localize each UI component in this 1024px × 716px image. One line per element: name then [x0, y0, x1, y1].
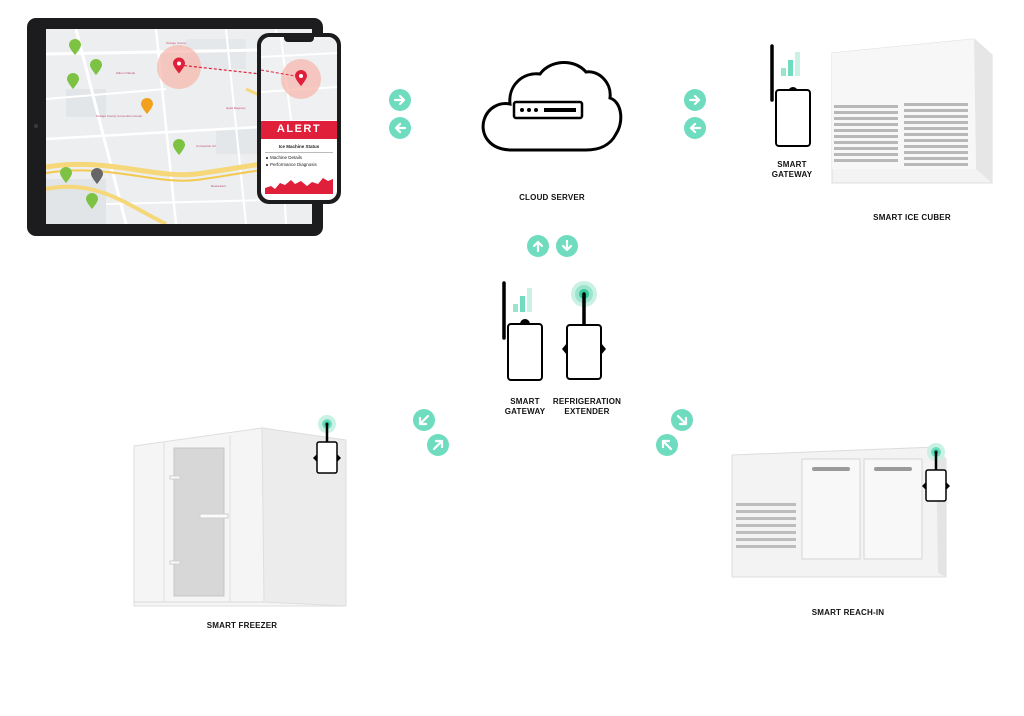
gateway-top-label-line1: SMART — [777, 160, 807, 169]
smart-freezer — [133, 427, 347, 607]
arrow-down-icon — [556, 235, 578, 257]
extender-label-line2: EXTENDER — [564, 407, 610, 416]
svg-text:Orange County Convention Cente: Orange County Convention Center — [96, 114, 142, 118]
reach-in-label: SMART REACH-IN — [811, 608, 885, 617]
map-pin-green-icon — [67, 73, 79, 89]
map-pin-green-icon — [60, 167, 72, 183]
svg-text:Hyatt Regency: Hyatt Regency — [226, 106, 246, 110]
freezer-sensor-icon — [313, 415, 341, 474]
extender-label-line1: REFRIGERATION — [552, 397, 622, 406]
arrow-up-icon — [527, 235, 549, 257]
gateway-center-label-line2: GATEWAY — [504, 407, 546, 416]
gateway-center-label: SMART GATEWAY — [494, 397, 556, 417]
refrigeration-extender-icon — [562, 281, 606, 380]
alert-banner — [261, 121, 337, 139]
smart-reach-in — [731, 446, 947, 578]
phone-map — [261, 37, 337, 121]
map-pin-green-icon — [173, 139, 185, 155]
arrow-up-right-icon — [427, 434, 449, 456]
map-pin-red-icon — [173, 57, 185, 74]
arrow-right-icon — [684, 89, 706, 111]
svg-text:Hilton Orlando: Hilton Orlando — [116, 71, 136, 75]
ice-cuber-label: SMART ICE CUBER — [873, 213, 951, 222]
list-bullet-icon — [266, 157, 268, 159]
map-pin-orange-icon — [141, 98, 153, 114]
tablet-camera-icon — [34, 124, 38, 128]
gateway-center-label-line1: SMART — [510, 397, 540, 406]
list-item-performance-diagnosis[interactable]: Performance Diagnosis — [270, 162, 317, 167]
arrow-down-right-icon — [671, 409, 693, 431]
arrow-left-icon — [684, 117, 706, 139]
map-pin-green-icon — [86, 193, 98, 209]
status-title: Ice Machine Status — [278, 144, 320, 149]
freezer-label: SMART FREEZER — [206, 621, 278, 630]
arrow-left-icon — [389, 117, 411, 139]
smart-gateway-icon — [770, 44, 811, 147]
map-pin-gray-icon — [91, 168, 103, 184]
map-pin-green-icon — [90, 59, 102, 75]
map-pin-green-icon — [69, 39, 81, 55]
arrow-down-left-icon — [413, 409, 435, 431]
smart-gateway-center-icon — [502, 281, 543, 381]
svg-text:Convention Ctr: Convention Ctr — [196, 144, 216, 148]
list-item-machine-details[interactable]: Machine Details — [270, 155, 303, 160]
smart-ice-cuber — [831, 38, 993, 184]
phone-screen: ALERT Ice Machine Status Machine Details… — [261, 37, 337, 200]
reach-in-sensor-icon — [922, 443, 950, 502]
cloud-server-label: CLOUD SERVER — [519, 193, 585, 202]
arrow-up-left-icon — [656, 434, 678, 456]
arrow-right-icon — [389, 89, 411, 111]
gateway-top-label-line2: GATEWAY — [771, 170, 813, 179]
phone-notch — [284, 36, 314, 42]
svg-text:Orange County: Orange County — [166, 41, 187, 45]
cloud-server-icon — [481, 61, 623, 152]
svg-text:Restaurant: Restaurant — [211, 184, 226, 188]
performance-graph — [265, 178, 333, 194]
gateway-top-label: SMART GATEWAY — [758, 160, 826, 180]
phone: ALERT Ice Machine Status Machine Details… — [257, 33, 341, 204]
list-bullet-icon — [266, 164, 268, 166]
extender-label: REFRIGERATION EXTENDER — [546, 397, 628, 417]
status-divider — [265, 152, 333, 153]
alert-text: ALERT — [276, 123, 322, 135]
